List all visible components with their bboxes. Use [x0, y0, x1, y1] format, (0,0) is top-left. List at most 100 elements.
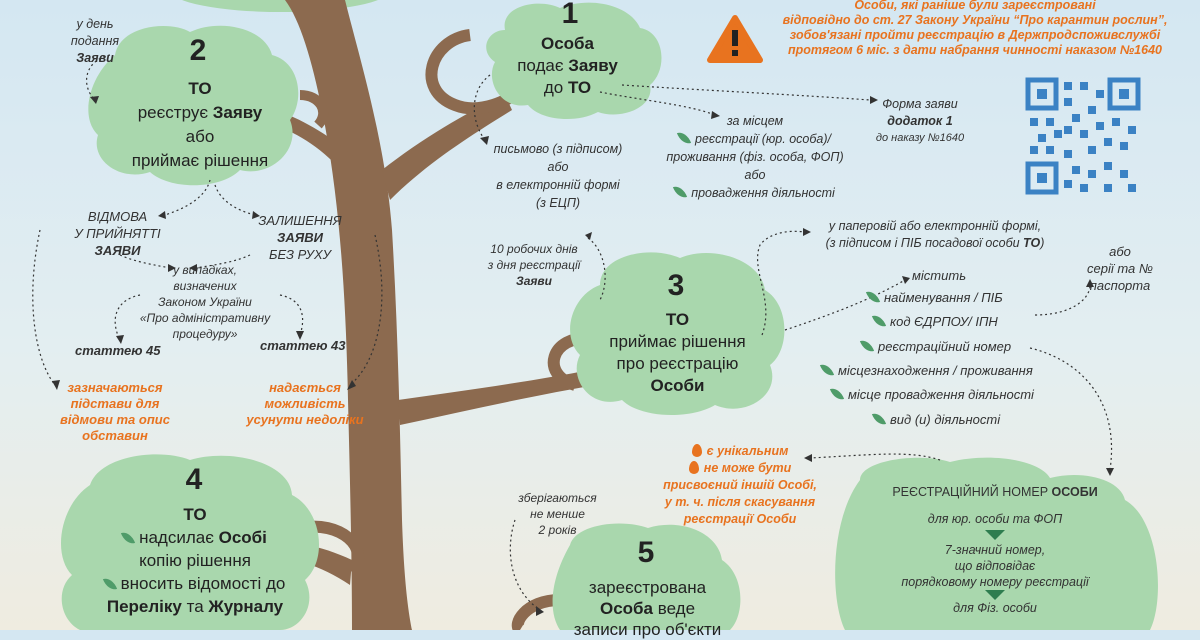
warning-line: Особи, які раніше були зареєстровані	[854, 0, 1096, 12]
step5-keeps: веде	[653, 599, 696, 618]
alt-line: серії та №	[1087, 261, 1153, 276]
step2-subject: ТО	[188, 79, 212, 98]
deadline-line: Заяви	[515, 274, 553, 288]
submission-electronic-sign: (з ЕЦП)	[535, 196, 581, 210]
branch-curl-5	[511, 594, 561, 630]
warning-line: протягом 6 міс. з дати набрання чинності…	[788, 43, 1162, 57]
contains-item-text: код ЄДРПОУ/ ІПН	[890, 314, 998, 329]
leaf-icon	[871, 312, 887, 330]
unique-line: реєстрації Особи	[683, 512, 797, 526]
step4-person: Особі	[218, 528, 267, 547]
cases-line: визначених	[173, 279, 237, 293]
branch-curl-1	[425, 29, 525, 115]
crown-step4	[60, 454, 320, 630]
contains-item: місце провадження діяльності	[829, 385, 1034, 403]
place-block: за місцем реєстрації (юр. особа)/ прожив…	[655, 112, 855, 202]
form-block: Форма заяви додаток 1 до наказу №1640	[865, 96, 975, 147]
step2-note-line: Заяви	[76, 51, 114, 65]
format-line: (з підписом і ПІБ посадової особи	[825, 236, 1024, 250]
contains-title: містить	[912, 268, 967, 283]
step2-application: Заяву	[212, 103, 263, 122]
alt-line: або	[1109, 244, 1131, 259]
tree-trunk	[285, 0, 412, 630]
step1-prep: до	[543, 78, 568, 98]
flame-icon	[691, 444, 702, 457]
regnum-seven-line: порядковому номеру реєстрації	[901, 575, 1089, 589]
format-close: )	[1040, 236, 1045, 250]
submission-or: або	[547, 160, 569, 174]
step3-number: 3	[667, 269, 685, 302]
branch-curl-2	[299, 90, 329, 129]
warning-line: відповідно до ст. 27 Закону України “Про…	[782, 13, 1168, 27]
no-motion-line: БЕЗ РУХУ	[269, 247, 331, 262]
step5-number: 5	[637, 536, 655, 569]
step3-text: ТО приймає рішення про реєстрацію Особи	[595, 309, 760, 397]
no-motion-line: ЗАЯВИ	[277, 230, 323, 245]
deadline-line: 10 робочих днів	[490, 242, 578, 256]
arrow-heads	[52, 96, 1114, 616]
no-motion-title: ЗАЛИШЕННЯ ЗАЯВИ БЕЗ РУХУ	[250, 212, 350, 263]
refusal-title: ВІДМОВА У ПРИЙНЯТТІ ЗАЯВИ	[55, 208, 180, 259]
step5-text: зареєстрована Особа веде записи про об'є…	[560, 577, 735, 640]
regnum-legal: для юр. особи та ФОП	[927, 512, 1063, 526]
warning-text: Особи, які раніше були зареєстровані від…	[760, 0, 1190, 58]
contains-item-text: місцезнаходження / проживання	[838, 363, 1033, 378]
branch-3	[398, 368, 602, 425]
step1-to: ТО	[567, 78, 592, 98]
regnum-seven-line: що відповідає	[954, 559, 1036, 573]
keep-line: зберігаються	[518, 491, 597, 505]
leaf-icon	[865, 288, 881, 306]
refusal-line: ЗАЯВИ	[94, 243, 141, 258]
place-or: або	[744, 168, 766, 182]
step2-or: або	[185, 127, 215, 146]
step5-person: Особа	[599, 599, 653, 618]
step1-subject: Особа	[540, 34, 595, 53]
step3-object: про реєстрацію	[616, 354, 739, 373]
step1-text: Особа подає Заяву до ТО	[500, 33, 635, 99]
alt-line: паспорта	[1089, 278, 1151, 293]
leaf-icon	[102, 575, 117, 593]
regnum-seven: 7-значний номер, що відповідає порядково…	[870, 542, 1120, 590]
branch-1	[382, 95, 512, 200]
form-appendix: додаток 1	[887, 114, 953, 128]
step2-number: 2	[189, 34, 207, 67]
regnum-title-bold: ОСОБИ	[1051, 485, 1098, 499]
refusal-line: ВІДМОВА	[87, 209, 148, 224]
step3-deadline: 10 робочих днів з дня реєстрації Заяви	[475, 241, 593, 289]
no-motion-line: ЗАЛИШЕННЯ	[258, 213, 342, 228]
place-registration: реєстрації (юр. особа)/	[695, 132, 831, 146]
contains-item-text: місце провадження діяльності	[848, 387, 1034, 402]
cases-line: процедуру»	[172, 327, 238, 341]
submission-electronic: в електронній формі	[496, 178, 620, 192]
contains-item-text: найменування / ПІБ	[884, 290, 1003, 305]
keep-line: не менше	[530, 507, 585, 521]
flame-icon	[688, 461, 699, 474]
step4-list: Переліку	[106, 597, 182, 616]
place-residence: проживання (фіз. особа, ФОП)	[666, 150, 844, 164]
leaf-icon	[676, 129, 692, 147]
no-motion-article: статтею 43	[260, 338, 346, 353]
step3-person: Особи	[650, 376, 705, 395]
cases-line: Законом України	[158, 295, 252, 309]
step2-verb: реєструє	[137, 103, 213, 122]
contains-item: код ЄДРПОУ/ ІПН	[871, 312, 998, 330]
format-to: ТО	[1023, 236, 1041, 250]
unique-line: не може бути	[703, 461, 792, 475]
contains-item: найменування / ПІБ	[865, 288, 1003, 306]
contains-item-text: реєстраційний номер	[878, 339, 1012, 354]
regnum-phys: для Фіз. особи	[953, 601, 1037, 615]
step4-number: 4	[185, 463, 203, 496]
form-title: Форма заяви	[882, 97, 958, 111]
qr-code-icon	[1025, 77, 1141, 195]
format-line: у паперовій або електронній формі,	[828, 219, 1042, 233]
regnum-seven-line: 7-значний номер,	[944, 543, 1046, 557]
place-activity: провадження діяльності	[691, 186, 835, 200]
step3-verb: приймає рішення	[609, 332, 746, 351]
contains-item: реєстраційний номер	[859, 337, 1012, 355]
step2-text: ТО реєструє Заяву або приймає рішення	[110, 77, 290, 173]
submission-modes: письмово (з підписом) або в електронній …	[478, 140, 638, 212]
contains-item: місцезнаходження / проживання	[819, 361, 1033, 379]
keep-line: 2 років	[538, 523, 577, 537]
contains-item: вид (и) діяльності	[871, 410, 1000, 428]
